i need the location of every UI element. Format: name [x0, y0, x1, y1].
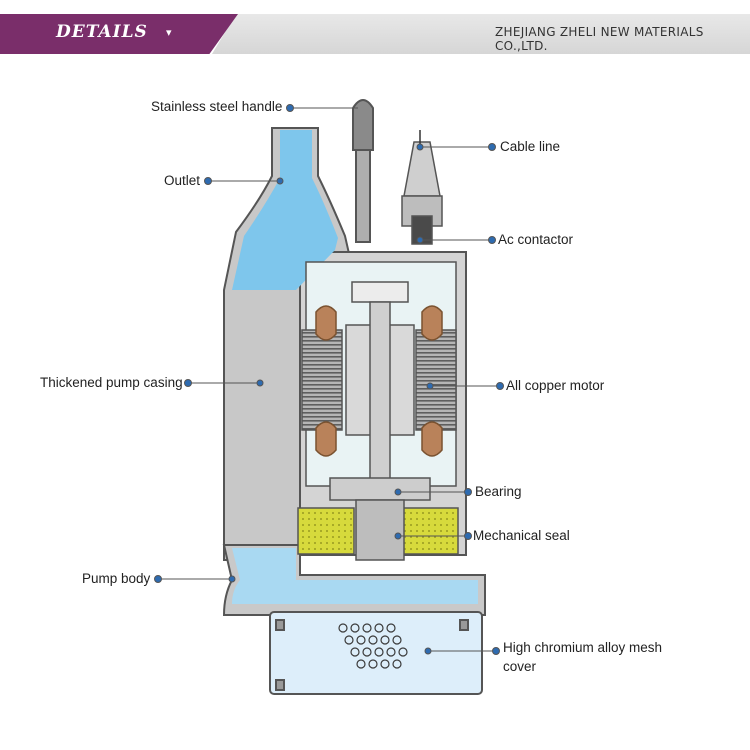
details-tab-label: DETAILS [56, 22, 148, 42]
cable-gland [401, 130, 443, 245]
company-name: ZHEJIANG ZHELI NEW MATERIALS CO.,LTD. [495, 25, 704, 53]
label-mechanical-seal: Mechanical seal [473, 528, 570, 543]
label-stainless-steel-handle: Stainless steel handle [151, 99, 283, 114]
label-all-copper-motor: All copper motor [506, 378, 605, 393]
mesh-cover [269, 611, 483, 695]
label-thickened-pump-casing: Thickened pump casing [40, 375, 183, 390]
water-regions [232, 130, 478, 604]
label-cable-line: Cable line [500, 139, 561, 154]
label-outlet: Outlet [164, 173, 201, 188]
label-mesh-cover-line2: cover [503, 659, 537, 674]
header-bar: ZHEJIANG ZHELI NEW MATERIALS CO.,LTD. DE… [0, 14, 750, 54]
details-tab[interactable]: DETAILS ▾ [0, 14, 238, 54]
label-bearing: Bearing [475, 484, 522, 499]
leader-lines [154, 104, 504, 655]
steel-handle [352, 99, 374, 243]
label-pump-body: Pump body [82, 571, 151, 586]
label-mesh-cover-line1: High chromium alloy mesh [503, 640, 663, 655]
label-ac-contactor: Ac contactor [498, 232, 574, 247]
chevron-down-icon: ▾ [166, 26, 172, 39]
bearing-and-seal [297, 477, 459, 561]
header-gray-bar: ZHEJIANG ZHELI NEW MATERIALS CO.,LTD. [212, 14, 750, 54]
